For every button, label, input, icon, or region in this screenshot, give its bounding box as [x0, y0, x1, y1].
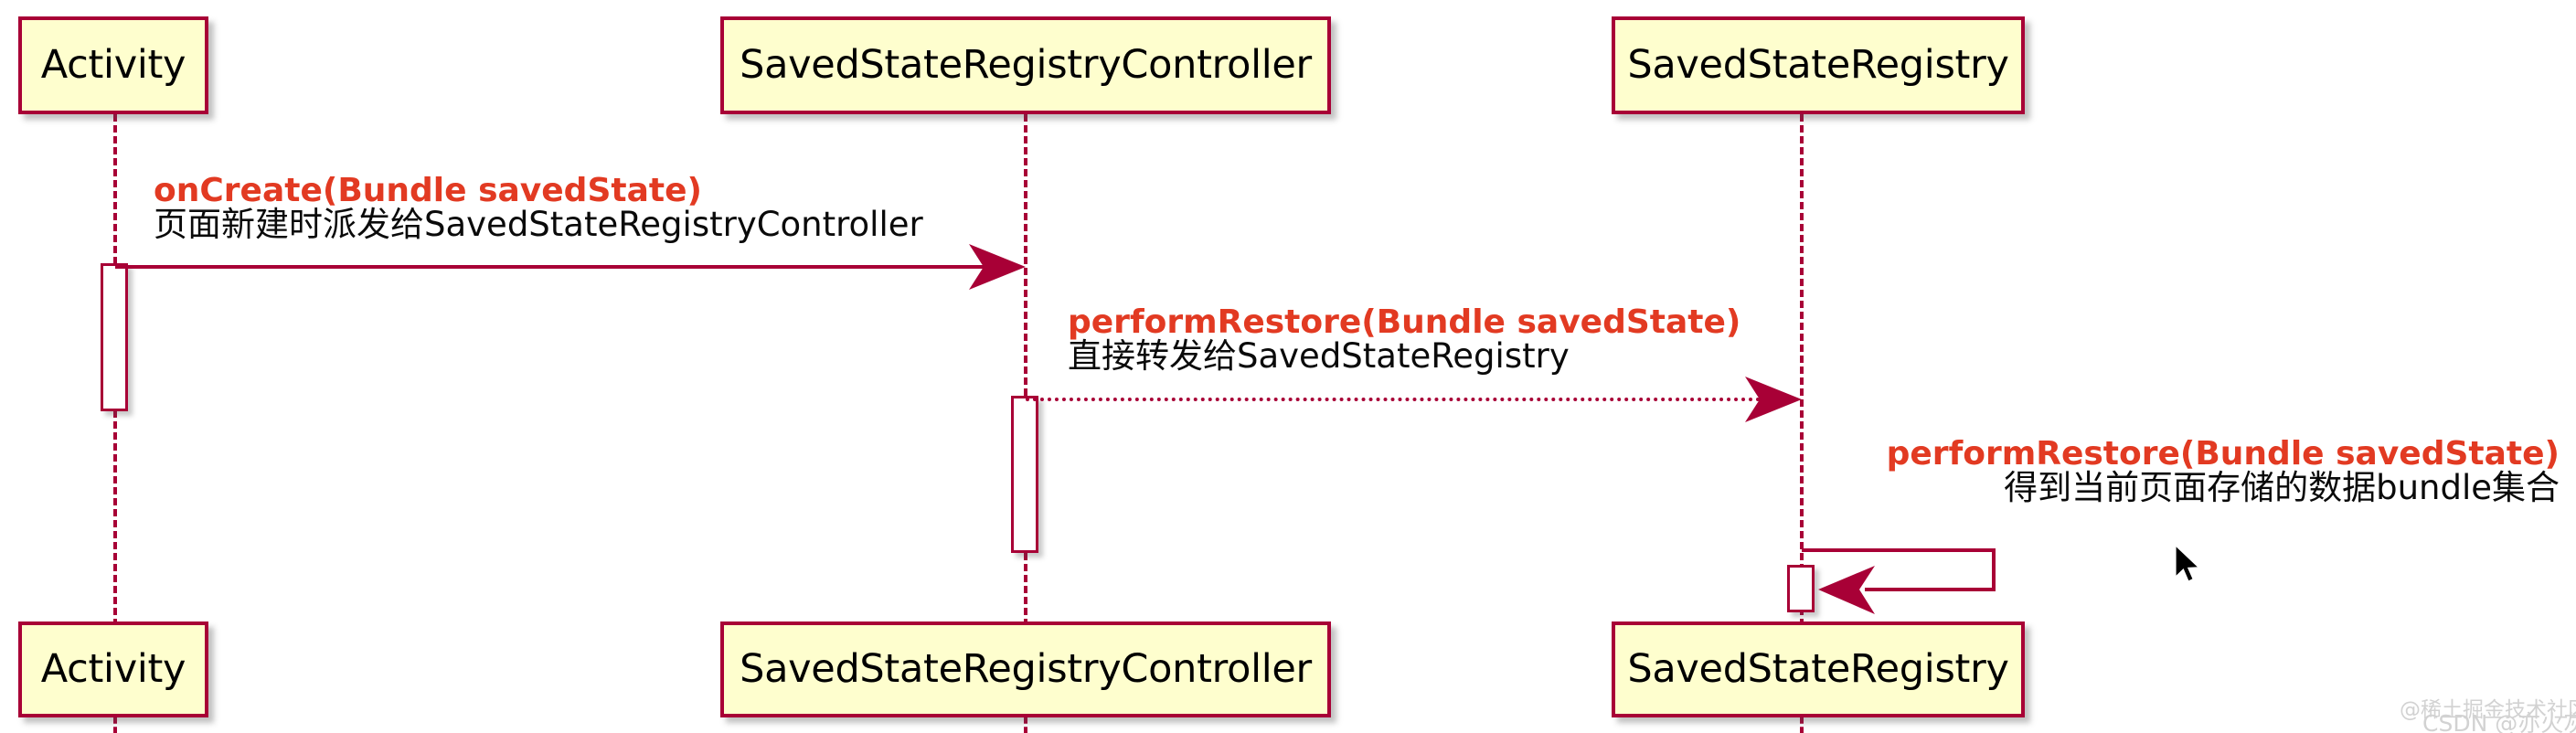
- message-1-subtitle: 页面新建时派发给SavedStateRegistryController: [154, 205, 923, 245]
- message-2-arrow-line: [1026, 398, 1768, 401]
- participant-footer-activity[interactable]: Activity: [18, 621, 208, 717]
- message-3-label: performRestore(Bundle savedState) 得到当前页面…: [1847, 437, 2560, 506]
- activation-bar-controller: [1011, 396, 1038, 553]
- participant-footer-registry-label: SavedStateRegistry: [1627, 646, 2009, 692]
- message-1-label: onCreate(Bundle savedState) 页面新建时派发给Save…: [154, 174, 923, 243]
- lifeline-activity-tail: [113, 717, 117, 733]
- message-2-title: performRestore(Bundle savedState): [1068, 303, 1741, 341]
- message-1-arrow-line: [115, 265, 993, 269]
- participant-footer-activity-label: Activity: [40, 646, 186, 692]
- lifeline-controller-tail: [1024, 717, 1027, 733]
- lifeline-registry-tail: [1800, 717, 1804, 733]
- lifeline-registry: [1800, 114, 1804, 626]
- participant-header-activity-label: Activity: [40, 42, 186, 88]
- lifeline-controller: [1024, 114, 1027, 626]
- message-2-arrow-head: [1745, 377, 1802, 422]
- message-1-arrow-head: [969, 244, 1026, 290]
- participant-header-activity[interactable]: Activity: [18, 16, 208, 114]
- participant-header-controller-label: SavedStateRegistryController: [740, 42, 1312, 88]
- watermark-juejin: @稀土掘金技术社区: [2400, 698, 2576, 722]
- activation-bar-activity: [101, 263, 128, 411]
- message-3-selfcall-right-segment: [1992, 548, 1996, 590]
- message-2-subtitle: 直接转发给SavedStateRegistry: [1068, 336, 1570, 377]
- participant-header-controller[interactable]: SavedStateRegistryController: [720, 16, 1331, 114]
- activation-bar-registry: [1787, 565, 1815, 612]
- message-3-arrow-head: [1818, 566, 1875, 614]
- participant-footer-controller-label: SavedStateRegistryController: [740, 646, 1312, 692]
- message-3-subtitle: 得到当前页面存储的数据bundle集合: [2004, 468, 2560, 508]
- message-1-title: onCreate(Bundle savedState): [154, 172, 702, 209]
- message-3-selfcall-top-segment: [1802, 548, 1996, 552]
- watermark-csdn: CSDN @亦火灰、: [2422, 710, 2576, 733]
- message-2-label: performRestore(Bundle savedState) 直接转发给S…: [1068, 305, 1740, 375]
- participant-footer-controller[interactable]: SavedStateRegistryController: [720, 621, 1331, 717]
- message-3-title: performRestore(Bundle savedState): [1886, 435, 2560, 473]
- mouse-cursor: [2175, 544, 2200, 582]
- message-3-selfcall-bottom-segment: [1865, 588, 1996, 591]
- participant-header-registry[interactable]: SavedStateRegistry: [1612, 16, 2025, 114]
- participant-header-registry-label: SavedStateRegistry: [1627, 42, 2009, 88]
- participant-footer-registry[interactable]: SavedStateRegistry: [1612, 621, 2025, 717]
